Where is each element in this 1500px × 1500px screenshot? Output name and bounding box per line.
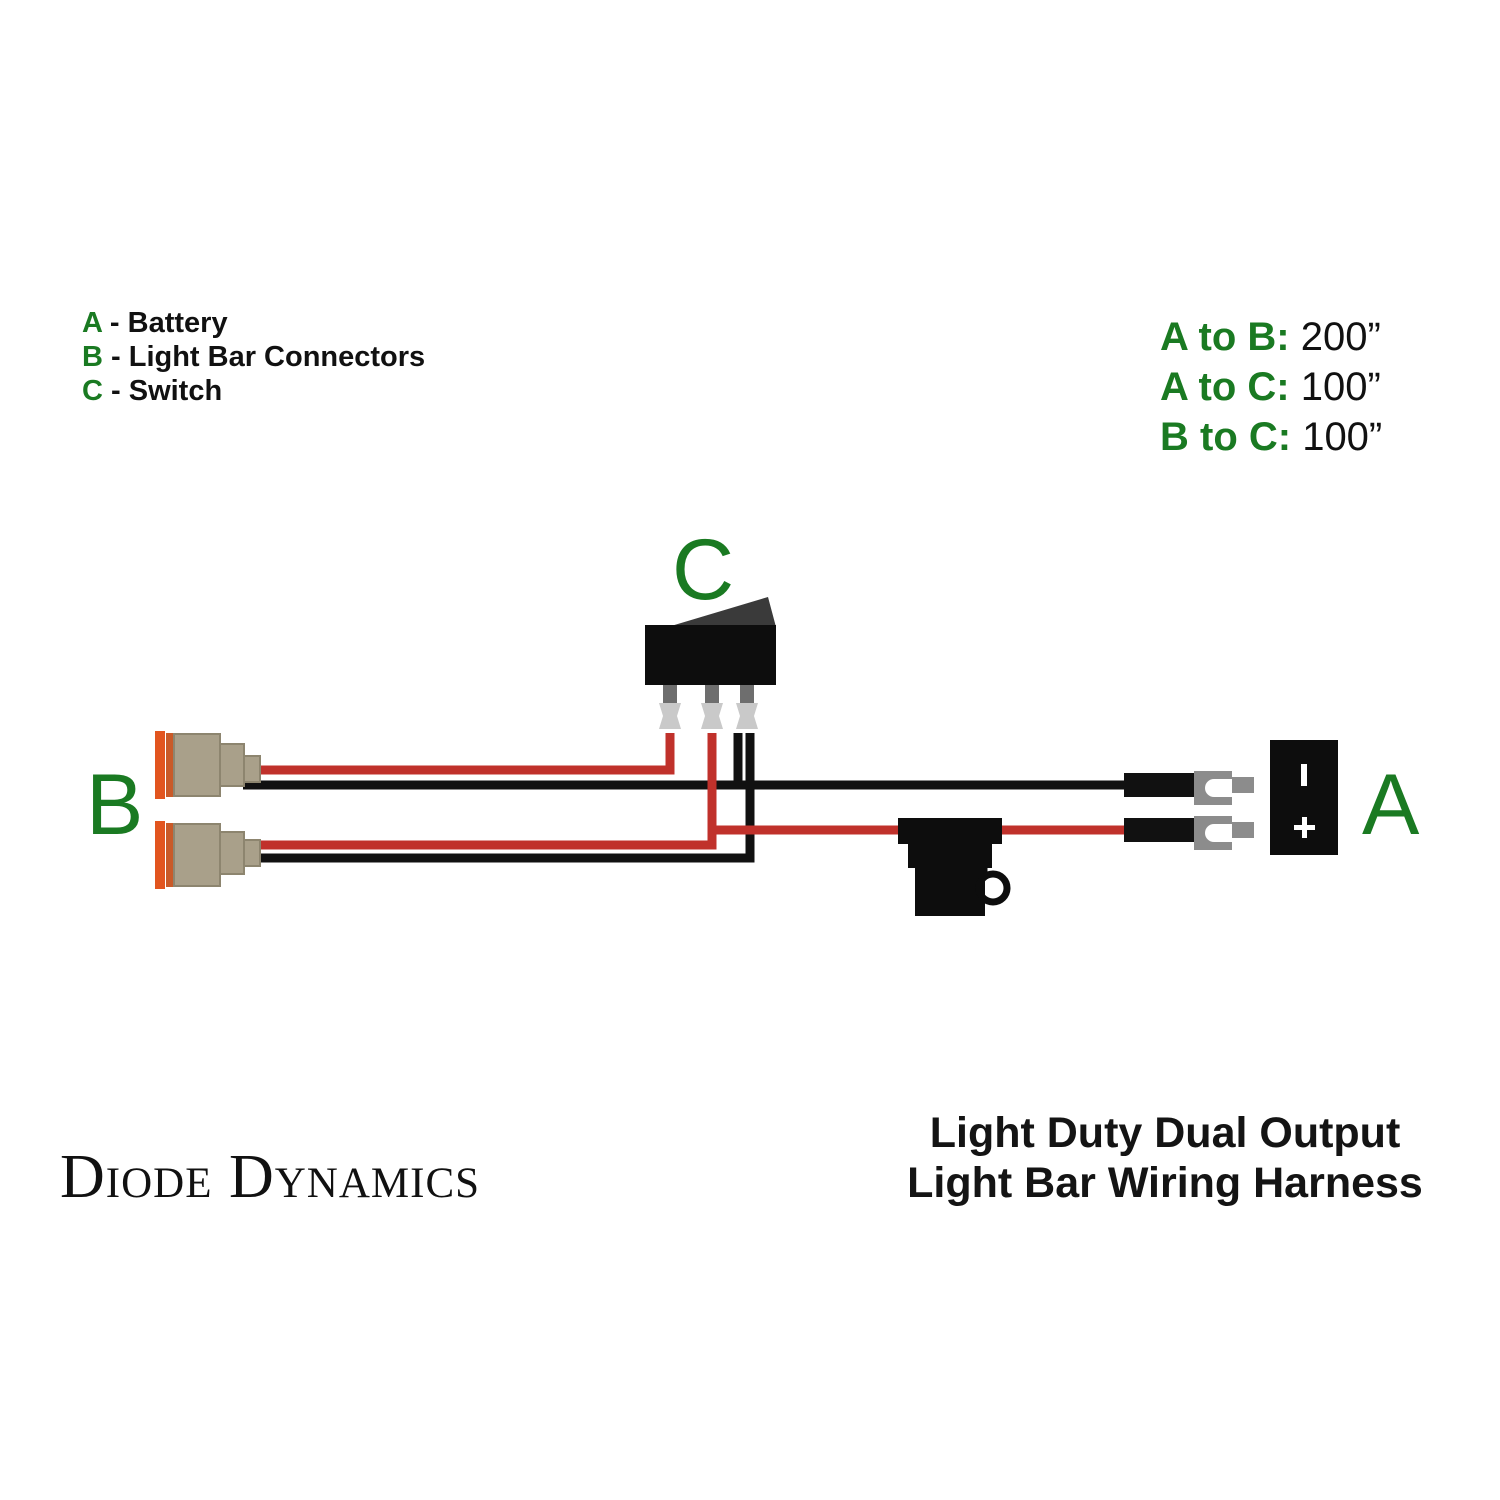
fork-terminal-positive — [1194, 816, 1232, 850]
switch-spade-2 — [701, 703, 723, 729]
connector-seal-ring-lower — [166, 823, 174, 887]
measurement-b-to-c-value: 100” — [1291, 415, 1383, 459]
light-bar-connector-lower — [155, 821, 261, 889]
measurement-a-to-b-value: 200” — [1289, 315, 1381, 359]
connector-body-upper — [173, 733, 221, 797]
rocker-switch[interactable] — [645, 597, 776, 729]
connector-body-lower — [173, 823, 221, 887]
fuse-holder-barrel — [915, 868, 985, 916]
measurement-a-to-c-value: 100” — [1289, 365, 1381, 409]
fuse-holder-cap — [898, 818, 1002, 844]
reference-letter-b: B — [86, 757, 144, 853]
light-bar-connector-upper — [155, 731, 261, 799]
switch-spade-1 — [659, 703, 681, 729]
wire-red-b1-to-switch — [243, 733, 675, 775]
fuse-holder-shoulder — [908, 844, 992, 868]
battery-positive-mark-vertical — [1302, 817, 1307, 838]
product-title: Light Duty Dual Output Light Bar Wiring … — [880, 1108, 1450, 1208]
connector-neck-lower — [243, 839, 261, 867]
wire-black-b2-to-switch — [243, 733, 755, 863]
reference-letter-a: A — [1362, 757, 1420, 853]
connector-seal-upper — [155, 731, 165, 799]
measurement-a-to-b-label: A to B: — [1160, 315, 1290, 359]
measurement-b-to-c-label: B to C: — [1160, 415, 1292, 459]
switch-terminal-pin-3 — [740, 685, 754, 707]
measurements-list: A to B: 200” A to C: 100” B to C: 100” — [1160, 312, 1382, 462]
connector-neck-upper — [243, 755, 261, 783]
fork-terminal-negative — [1194, 771, 1232, 805]
fuse-holder-tether-loop — [975, 870, 1011, 906]
switch-body[interactable] — [645, 625, 776, 685]
legend-text-c: - Switch — [102, 375, 223, 407]
battery — [1270, 740, 1338, 855]
connector-seal-lower — [155, 821, 165, 889]
measurement-a-to-c-label: A to C: — [1160, 365, 1290, 409]
connector-midstep-lower — [219, 831, 245, 875]
switch-terminal-pin-1 — [663, 685, 677, 707]
legend-key-b: B — [82, 341, 103, 373]
legend-key-c: C — [82, 375, 103, 407]
fuse-holder — [898, 818, 1011, 916]
measurement-b-to-c: B to C: 100” — [1160, 412, 1382, 462]
connector-seal-ring-upper — [166, 733, 174, 797]
switch-spade-3 — [736, 703, 758, 729]
legend-item-b: B - Light Bar Connectors — [82, 340, 425, 374]
lead-shrink-negative — [1124, 773, 1194, 797]
legend: A - Battery B - Light Bar Connectors C -… — [82, 306, 425, 408]
brand-logo: Diode Dynamics — [60, 1143, 481, 1211]
measurement-a-to-b: A to B: 200” — [1160, 312, 1382, 362]
legend-item-a: A - Battery — [82, 306, 425, 340]
product-title-line1: Light Duty Dual Output — [929, 1109, 1401, 1157]
product-title-line2: Light Bar Wiring Harness — [907, 1159, 1423, 1207]
reference-letter-c: C — [672, 522, 735, 618]
connector-midstep-upper — [219, 743, 245, 787]
battery-terminal-leads — [1124, 771, 1254, 850]
battery-post-positive — [1232, 822, 1254, 838]
legend-key-a: A — [82, 307, 102, 339]
lead-shrink-positive — [1124, 818, 1194, 842]
measurement-a-to-c: A to C: 100” — [1160, 362, 1382, 412]
legend-text-a: - Battery — [101, 307, 228, 339]
switch-terminal-pin-2 — [705, 685, 719, 707]
legend-text-b: - Light Bar Connectors — [102, 341, 426, 373]
legend-item-c: C - Switch — [82, 374, 425, 408]
battery-negative-mark — [1301, 764, 1307, 786]
battery-post-negative — [1232, 777, 1254, 793]
